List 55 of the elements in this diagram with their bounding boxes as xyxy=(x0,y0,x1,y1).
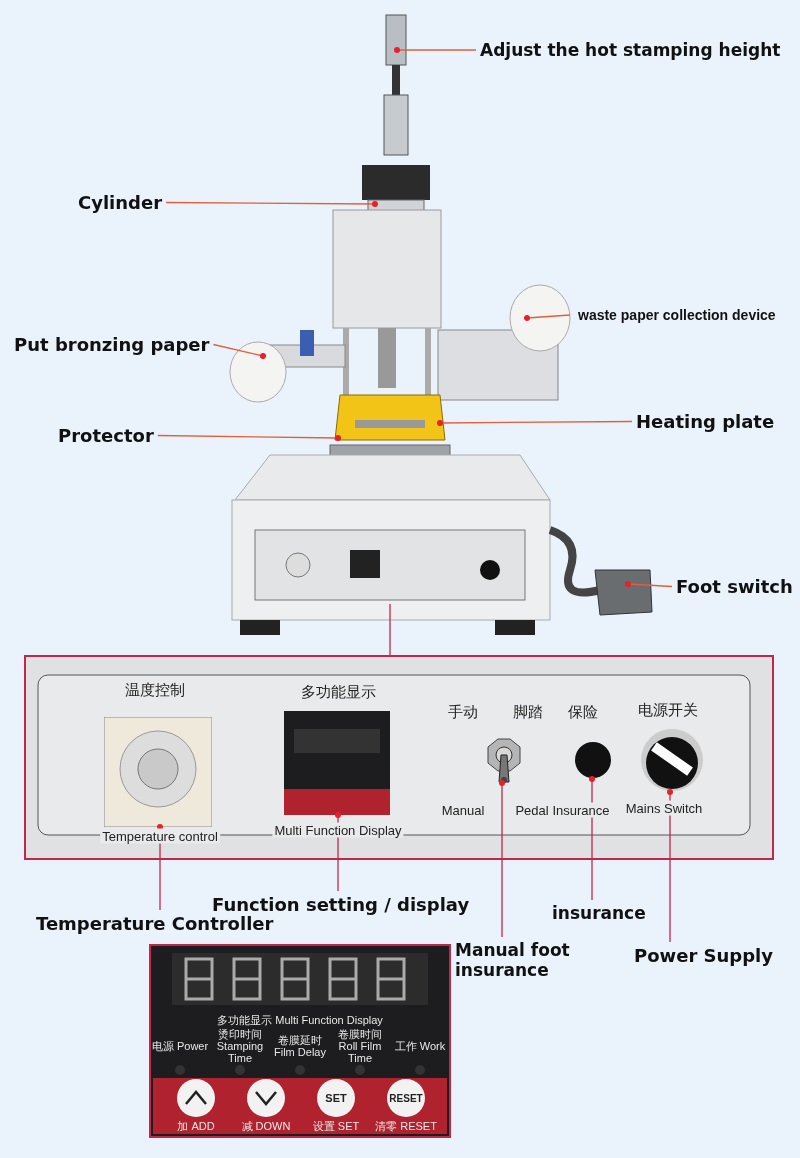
fuse-holder-icon xyxy=(574,741,612,779)
leader-line xyxy=(157,824,163,911)
panel-label: 烫印时间 Stamping Time xyxy=(215,1027,265,1065)
panel-label: Mains Switch xyxy=(623,800,705,816)
panel-label: 保险 xyxy=(568,702,598,722)
panel-label: 卷膜延时 Film Delay xyxy=(273,1033,327,1059)
panel-label: Pedal xyxy=(515,802,549,818)
panel-label: 多功能显示 Multi Function Display xyxy=(216,1013,384,1027)
panel-label: 温度控制 xyxy=(125,680,185,700)
callout-label: Function setting / display xyxy=(212,894,470,915)
panel-label: 多功能显示 xyxy=(300,682,376,702)
panel-label: 电源 Power xyxy=(151,1039,209,1053)
digital-display-icon xyxy=(284,711,390,815)
panel-label: Temperature control xyxy=(100,828,220,844)
panel-label: 脚踏 xyxy=(513,702,543,722)
leader-line xyxy=(212,343,266,359)
leader-line xyxy=(524,314,571,321)
temperature-dial-icon xyxy=(104,717,212,827)
leader-line xyxy=(499,780,505,938)
leader-line xyxy=(157,434,341,441)
panel-label: 电源开关 xyxy=(638,700,698,720)
toggle-switch-icon xyxy=(486,737,522,783)
callout-label: Foot switch xyxy=(676,576,793,597)
leader-line xyxy=(394,47,477,53)
panel-label: 工作 Work xyxy=(393,1039,447,1053)
leader-line xyxy=(335,812,341,892)
panel-label: 加 ADD xyxy=(177,1118,215,1134)
panel-label: Insurance xyxy=(550,802,612,818)
callout-label: Manual foot insurance xyxy=(455,940,580,980)
control-panel-photo xyxy=(24,655,774,860)
callout-label: Power Supply xyxy=(634,945,773,966)
panel-label: SET xyxy=(325,1092,347,1104)
panel-label: Manual xyxy=(441,802,485,818)
panel-label: Multi Function Display xyxy=(272,822,404,838)
callout-label: Put bronzing paper xyxy=(14,334,210,355)
panel-label: 减 DOWN xyxy=(241,1118,291,1134)
panel-label: 手动 xyxy=(448,702,478,722)
panel-label: 卷膜时间 Roll Film Time xyxy=(337,1027,383,1065)
panel-label: RESET xyxy=(389,1092,423,1104)
rotary-switch-icon xyxy=(640,728,704,792)
callout-label: Temperature Controller xyxy=(36,913,274,934)
leader-line xyxy=(165,201,378,207)
leader-line xyxy=(625,581,673,588)
panel-label: 设置 SET xyxy=(312,1118,360,1134)
callout-label: insurance xyxy=(552,903,646,923)
leader-line xyxy=(389,603,391,656)
callout-label: Adjust the hot stamping height xyxy=(480,40,781,60)
callout-label: Heating plate xyxy=(636,411,775,432)
leader-line xyxy=(589,776,595,901)
callout-label: Cylinder xyxy=(78,192,163,213)
callout-label: Protector xyxy=(58,425,154,446)
leader-line xyxy=(667,789,673,943)
leader-line xyxy=(437,420,633,426)
panel-label: 清零 RESET xyxy=(375,1118,437,1134)
callout-label: waste paper collection device xyxy=(578,307,776,323)
